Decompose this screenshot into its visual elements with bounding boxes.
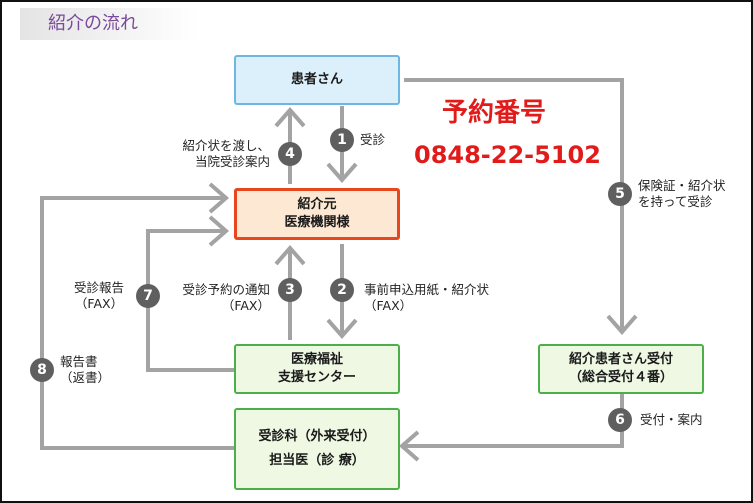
step-6-badge: 6 (608, 408, 632, 432)
arrowhead-step-3 (274, 244, 306, 266)
node-referrer: 紹介元 医療機関様 (234, 188, 400, 240)
arrowhead-step-5 (606, 314, 638, 336)
step-1-label: 受診 (360, 132, 385, 148)
node-department-line-2: 担当医（診 療） (269, 453, 365, 468)
step-4-label-line-2: 当院受診案内 (194, 154, 270, 169)
step-4-badge: 4 (278, 142, 302, 166)
arrow-step-8 (40, 196, 234, 450)
step-6-label: 受付・案内 (640, 412, 703, 428)
node-support-line-2: 支援センター (277, 370, 356, 385)
step-5-label-line-1: 保険証・紹介状 (638, 178, 726, 193)
step-5-label-line-2: を持って受診 (638, 194, 713, 209)
arrowhead-step-7 (208, 215, 230, 247)
arrow-step-5 (404, 78, 624, 332)
step-8-label-line-1: 報告書 (60, 354, 98, 369)
step-3-label: 受診予約の通知 （FAX） (166, 282, 270, 314)
reservation-label: 予約番号 (442, 98, 547, 128)
page-title: 紹介の流れ (20, 8, 198, 40)
step-4-label-line-1: 紹介状を渡し、 (182, 138, 270, 153)
node-reception: 紹介患者さん受付 （総合受付４番） (538, 344, 704, 394)
step-2-label-line-2: （FAX） (364, 298, 413, 313)
arrowhead-step-4 (274, 106, 306, 128)
arrowhead-step-1 (326, 162, 358, 184)
step-7-label: 受診報告 （FAX） (64, 280, 134, 312)
node-reception-line-2: （総合受付４番） (568, 370, 673, 385)
step-5-badge: 5 (608, 182, 632, 206)
step-7-badge: 7 (136, 284, 160, 308)
node-support-center: 医療福祉 支援センター (234, 344, 400, 394)
step-7-label-line-1: 受診報告 (73, 280, 124, 295)
node-support-line-1: 医療福祉 (290, 352, 343, 367)
arrowhead-step-6 (398, 430, 420, 462)
step-5-label: 保険証・紹介状 を持って受診 (638, 178, 726, 210)
step-3-label-line-1: 受診予約の通知 (182, 282, 270, 297)
step-7-label-line-2: （FAX） (74, 296, 124, 311)
node-reception-line-1: 紹介患者さん受付 (568, 352, 673, 367)
step-3-label-line-2: （FAX） (221, 298, 270, 313)
step-3-badge: 3 (278, 278, 302, 302)
node-referrer-line-2: 医療機関様 (284, 215, 350, 230)
step-2-label-line-1: 事前申込用紙・紹介状 (364, 282, 490, 297)
arrowhead-step-8 (208, 182, 230, 214)
step-8-label: 報告書 （返書） (60, 354, 110, 386)
node-patient: 患者さん (234, 55, 400, 105)
step-8-badge: 8 (30, 358, 54, 382)
node-department-line-1: 受診科（外来受付） (258, 429, 376, 444)
node-patient-line-1: 患者さん (290, 72, 343, 87)
step-8-label-line-2: （返書） (60, 370, 111, 385)
step-6-label-line-1: 受付・案内 (640, 412, 703, 427)
arrowhead-step-2 (326, 318, 358, 340)
step-2-badge: 2 (330, 278, 354, 302)
node-department: 受診科（外来受付） 担当医（診 療） (234, 408, 400, 490)
step-1-label-line-1: 受診 (360, 132, 386, 147)
reservation-phone: 0848-22-5102 (414, 141, 601, 169)
step-4-label: 紹介状を渡し、 当院受診案内 (168, 138, 270, 170)
step-1-badge: 1 (330, 128, 354, 152)
step-2-label: 事前申込用紙・紹介状 （FAX） (364, 282, 489, 314)
node-referrer-line-1: 紹介元 (297, 197, 337, 212)
arrow-step-6 (402, 394, 624, 448)
